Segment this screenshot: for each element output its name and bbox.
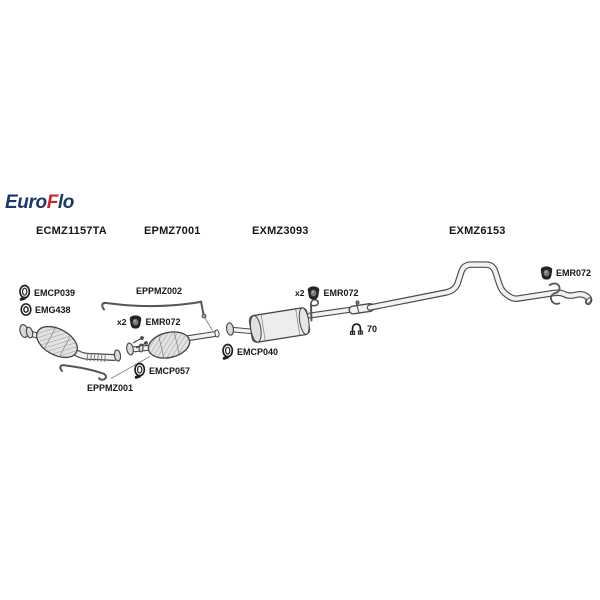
part-label: EMCP040 (237, 347, 279, 357)
part-eppmz002: EPPMZ002 (136, 286, 182, 296)
part-emg438: EMG438 (20, 303, 71, 316)
part-label: EMCP057 (149, 366, 191, 376)
part-emcp039: EMCP039 (18, 284, 75, 302)
sleeve-joint-drawing (353, 300, 370, 313)
clamp-icon (222, 343, 234, 360)
part-emr072-rear: EMR072 (540, 266, 591, 280)
clamp-icon (134, 362, 146, 379)
rubber-mount-icon (308, 286, 320, 300)
part-label: EPPMZ002 (136, 286, 183, 296)
centre-silencer-drawing (225, 298, 352, 343)
tail-pipe-drawing (370, 265, 592, 308)
euroflo-logo: EuroFlo (5, 192, 74, 214)
u-bolt-clamp-icon (349, 323, 364, 335)
hanger-rod-eppmz001-drawing (59, 356, 151, 381)
part-label: EMCP039 (34, 288, 76, 298)
part-label: EMR072 (145, 317, 181, 327)
logo-letter-f: F (46, 192, 59, 213)
part-label: EMG438 (35, 304, 71, 315)
part-clamp-70: 70 (349, 320, 377, 337)
part-label: EMR072 (556, 268, 592, 278)
gasket-icon (20, 303, 32, 316)
part-label: EMR072 (323, 288, 359, 298)
logo-text-lo: lo (57, 192, 74, 213)
rubber-mount-icon (130, 315, 142, 329)
part-emcp040: EMCP040 (221, 343, 278, 361)
part-label: EPPMZ001 (87, 383, 134, 393)
logo-text-euro: Euro (5, 192, 47, 213)
section-label-front-catalyst: ECMZ1157TA (36, 225, 107, 237)
hanger-rod-eppmz002-drawing (101, 300, 213, 331)
rear-hanger-hook (548, 282, 561, 305)
section-label-centre-silencer: EXMZ3093 (252, 225, 309, 237)
mid-catalyst-drawing (126, 329, 220, 359)
part-emcp057: EMCP057 (133, 362, 190, 380)
front-catalyst-drawing (19, 324, 122, 363)
part-label: 70 (367, 323, 378, 334)
quantity-label: x2 (295, 288, 305, 298)
section-label-mid-catalyst: EPMZ7001 (144, 225, 201, 237)
part-emr072-front: x2 EMR072 (117, 315, 180, 329)
flange-bolts (132, 336, 148, 349)
silencer-hanger-pin (310, 298, 319, 322)
part-eppmz001: EPPMZ001 (87, 383, 133, 393)
flex-pipe-braid (86, 352, 106, 363)
clamp-icon (19, 284, 31, 301)
quantity-label: x2 (117, 317, 127, 327)
section-label-tail-pipe: EXMZ6153 (449, 225, 506, 237)
part-emr072-mid: x2 EMR072 (295, 286, 358, 300)
rubber-mount-icon (540, 266, 553, 280)
